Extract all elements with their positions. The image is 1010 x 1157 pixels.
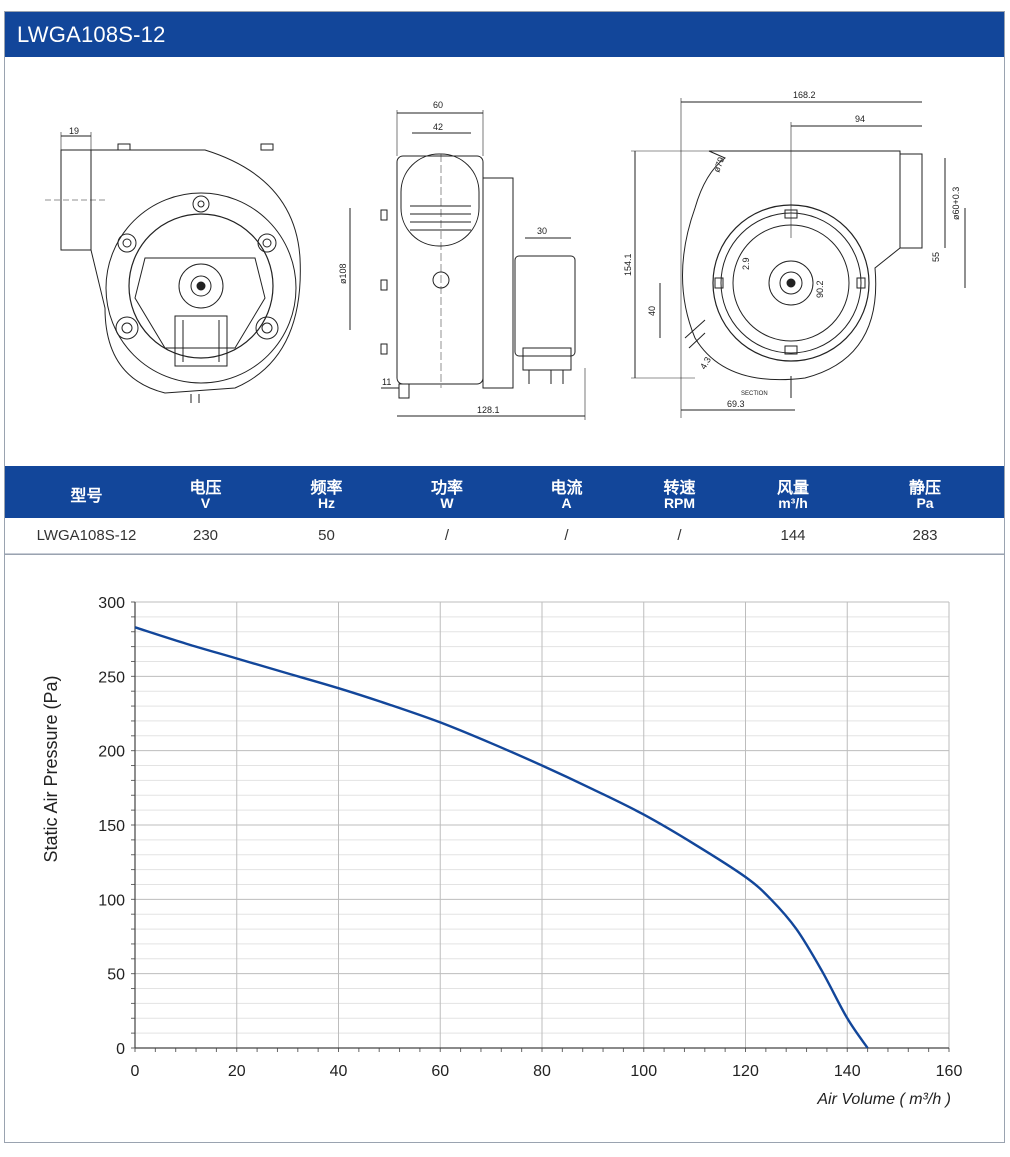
table-header-row: 型号 电压 V 频率 Hz 功率 W 电流 A 转速 RPM 风量 m³/h 静…: [5, 466, 1004, 518]
cell-frequency: 50: [318, 527, 335, 544]
dim-label: 2.9: [741, 257, 751, 270]
cell-airflow: 144: [780, 527, 806, 544]
cell-voltage: 230: [192, 527, 219, 544]
header-unit: V: [200, 495, 211, 511]
header-power: 功率 W: [387, 466, 507, 518]
header-label: 频率: [310, 480, 343, 497]
cell-speed: /: [677, 527, 682, 544]
x-tick-label: 20: [228, 1063, 246, 1080]
dim-label: 69.3: [727, 399, 745, 409]
cell-model: LWGA108S-12: [36, 527, 137, 544]
dim-label: ø60+0.3: [951, 187, 961, 220]
header-static-pressure: 静压 Pa: [853, 466, 997, 518]
model-title: LWGA108S-12: [5, 12, 1004, 57]
header-label: 风量: [776, 480, 809, 497]
dim-label: 90.2: [815, 280, 825, 298]
header-voltage: 电压 V: [145, 466, 266, 518]
y-tick-label: 200: [98, 744, 125, 761]
dim-label: 154.1: [623, 253, 633, 276]
x-tick-label: 60: [431, 1063, 449, 1080]
dim-label: SECTION: [741, 391, 768, 397]
x-tick-label: 160: [936, 1063, 963, 1080]
header-label: 电压: [189, 480, 222, 497]
dim-label: ø79: [711, 156, 726, 174]
dim-label: 94: [855, 114, 865, 124]
x-axis-title: Air Volume ( m³/h ): [816, 1091, 951, 1108]
dim-label: 11: [382, 377, 391, 387]
dim-label: 19: [69, 126, 79, 136]
header-unit: m³/h: [778, 495, 808, 511]
pressure-curve: [134, 626, 869, 1049]
side-view-drawing: [45, 132, 301, 403]
dim-label: 128.1: [477, 405, 500, 415]
header-label: 型号: [70, 488, 103, 505]
header-label: 功率: [430, 480, 463, 497]
dim-label: ø108: [338, 263, 348, 284]
header-unit: W: [440, 495, 454, 511]
header-label: 转速: [663, 480, 696, 497]
cell-power: /: [444, 527, 450, 544]
header-speed: 转速 RPM: [626, 466, 733, 518]
header-unit: Hz: [317, 495, 336, 511]
front-view-drawing: [349, 110, 586, 420]
y-tick-label: 100: [98, 892, 125, 909]
header-current: 电流 A: [507, 466, 626, 518]
header-airflow: 风量 m³/h: [733, 466, 853, 518]
header-model: 型号: [5, 466, 168, 518]
x-tick-label: 40: [330, 1063, 348, 1080]
y-tick-label: 150: [98, 818, 125, 835]
dim-label: 55: [931, 252, 941, 262]
dim-label: 168.2: [793, 90, 816, 100]
dim-label: 30: [537, 226, 547, 236]
header-label: 电流: [550, 480, 583, 497]
header-unit: Pa: [916, 495, 934, 511]
spec-table: 型号 电压 V 频率 Hz 功率 W 电流 A 转速 RPM 风量 m³/h 静…: [5, 466, 1004, 554]
header-frequency: 频率 Hz: [266, 466, 387, 518]
cell-static-pressure: 283: [912, 527, 938, 544]
header-label: 静压: [908, 480, 941, 497]
x-tick-label: 80: [533, 1063, 551, 1080]
y-tick-label: 250: [98, 669, 125, 686]
dim-label: 42: [433, 122, 443, 132]
x-tick-label: 100: [630, 1063, 657, 1080]
y-axis-title: Static Air Pressure (Pa): [41, 675, 61, 862]
x-tick-label: 140: [834, 1063, 861, 1080]
technical-drawings: 19 60 42 ø108 30 11 128.1 168.2 94 ø79 ø…: [5, 58, 1004, 466]
header-unit: A: [561, 495, 572, 511]
y-tick-label: 50: [107, 967, 125, 984]
dim-label: 40: [647, 306, 657, 316]
x-tick-label: 120: [732, 1063, 759, 1080]
section-view-drawing: [631, 98, 966, 418]
header-unit: RPM: [663, 495, 696, 511]
dim-label: 60: [433, 100, 443, 110]
table-row: LWGA108S-12 230 50 / / / 144 283: [5, 518, 1004, 554]
page-frame: [4, 11, 1005, 1143]
cell-current: /: [564, 527, 569, 544]
y-tick-label: 0: [116, 1041, 125, 1058]
x-tick-label: 0: [131, 1063, 140, 1080]
y-tick-label: 300: [98, 595, 125, 612]
